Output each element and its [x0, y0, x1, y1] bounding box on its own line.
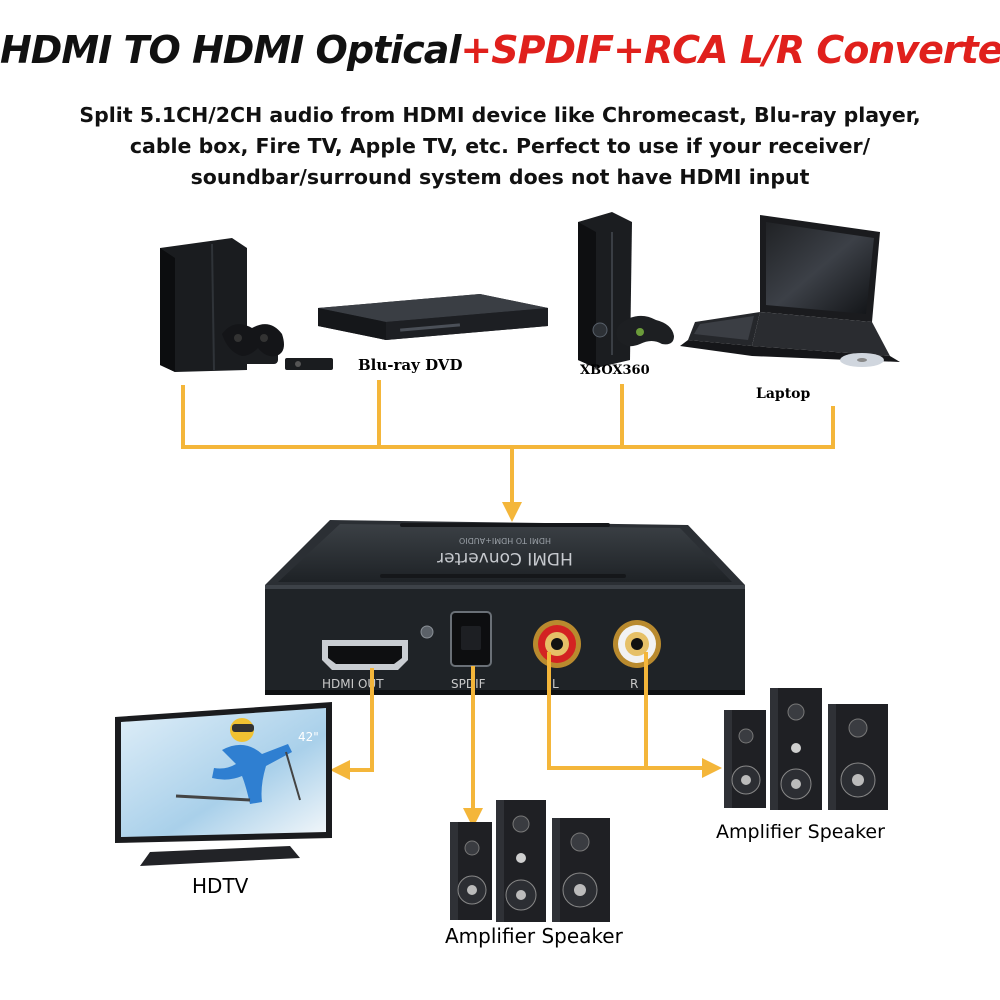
- speaker-label-right: Amplifier Speaker: [716, 821, 885, 843]
- title-part-black: HDMI TO HDMI Optical: [0, 28, 461, 72]
- device-top-text: HDMI Converter: [437, 548, 573, 568]
- bluray-player-icon: [318, 294, 548, 340]
- description-line-3: soundbar/surround system does not have H…: [190, 165, 810, 189]
- description-line-2: cable box, Fire TV, Apple TV, etc. Perfe…: [129, 134, 871, 158]
- ps4-console-icon: [160, 238, 333, 372]
- description-text: Split 5.1CH/2CH audio from HDMI device l…: [40, 100, 960, 193]
- page-title: HDMI TO HDMI Optical+SPDIF+RCA L/R Conve…: [0, 28, 1000, 72]
- hdtv-icon: 42": [115, 702, 332, 866]
- title-part-red: +SPDIF+RCA L/R Converter: [460, 28, 1000, 72]
- laptop-icon: [680, 215, 900, 367]
- port-label-hdmi-out: HDMI OUT: [322, 677, 384, 691]
- tv-size-label: 42": [298, 730, 319, 744]
- port-label-spdif: SPDIF: [451, 677, 486, 691]
- bluray-label: Blu-ray DVD: [358, 356, 462, 374]
- amplifier-speaker-icon: [450, 800, 610, 922]
- laptop-label: Laptop: [756, 386, 811, 402]
- description-line-1: Split 5.1CH/2CH audio from HDMI device l…: [79, 103, 921, 127]
- hdtv-label: HDTV: [192, 874, 249, 898]
- hdmi-converter-device: HDMI Converter HDMI TO HDMI+AUDIO HDMI O…: [265, 520, 745, 695]
- device-top-small-text: HDMI TO HDMI+AUDIO: [459, 536, 551, 545]
- xbox-label: XBOX360: [580, 363, 650, 378]
- port-label-right: R: [630, 677, 638, 691]
- input-connector-lines: [181, 380, 835, 522]
- xbox360-console-icon: [578, 212, 674, 368]
- amplifier-speaker-icon: [724, 688, 888, 810]
- speaker-label-bottom: Amplifier Speaker: [445, 924, 624, 948]
- output-connector-lines: [330, 652, 722, 828]
- port-label-left: L: [552, 677, 559, 691]
